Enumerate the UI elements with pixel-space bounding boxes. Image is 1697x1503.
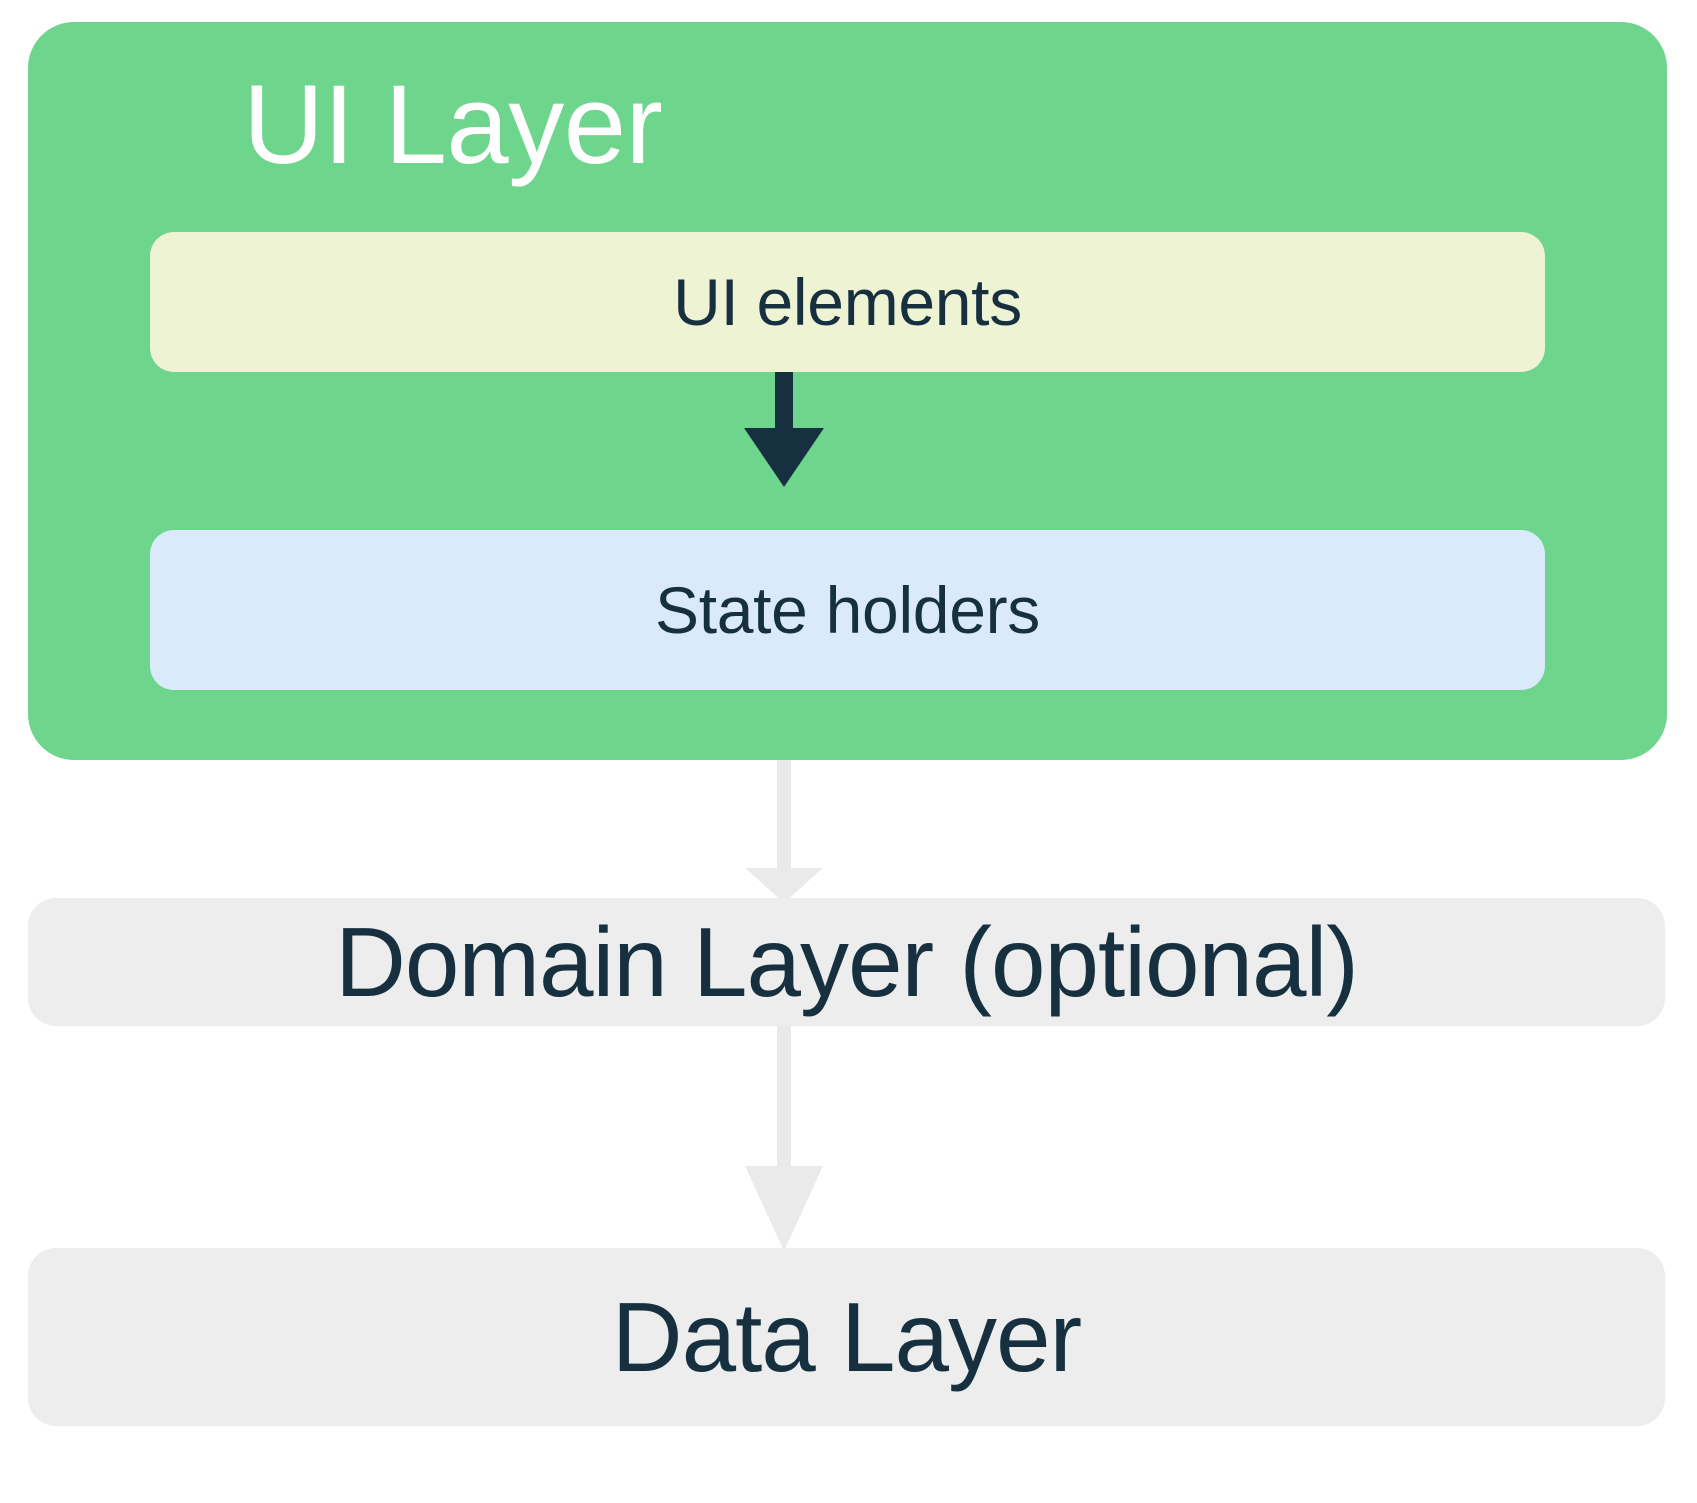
card-domain-layer[interactable]: Domain Layer (optional) [28,898,1665,1026]
connector-state-holders-to-domain-shaft [777,758,791,890]
connector-domain-to-data-arrowhead [745,1166,823,1251]
card-ui-elements-label: UI elements [673,265,1022,339]
card-state-holders-label: State holders [654,573,1040,647]
card-data-layer-label: Data Layer [611,1281,1082,1392]
card-data-layer[interactable]: Data Layer [28,1248,1665,1426]
ui-layer-title: UI Layer [243,62,663,187]
connector-domain-to-data-shaft [777,1026,791,1188]
card-state-holders[interactable]: State holders [150,530,1545,690]
card-ui-elements[interactable]: UI elements [150,232,1545,372]
card-domain-layer-label: Domain Layer (optional) [335,906,1359,1017]
